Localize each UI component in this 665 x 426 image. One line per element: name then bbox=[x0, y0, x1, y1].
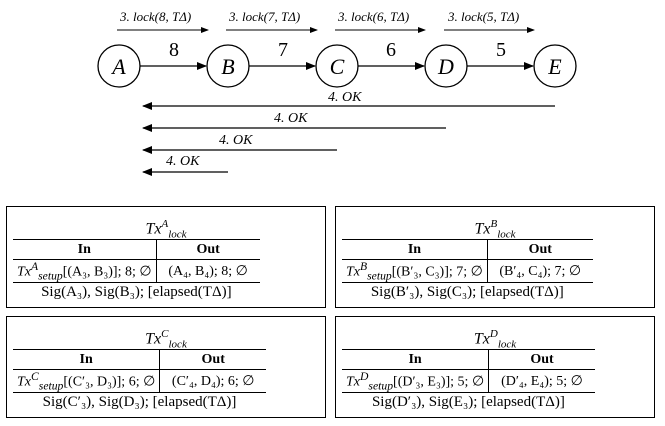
out-header: Out bbox=[488, 349, 595, 370]
tx-lock-a-title: TxAlock bbox=[145, 218, 187, 241]
out-header: Out bbox=[487, 239, 593, 260]
tx-output: (B′₄, C₄); 7; ∅ bbox=[487, 259, 593, 284]
edge-label-a-b: 8 bbox=[169, 39, 179, 61]
payment-channel-diagram: 3. lock(8, TΔ) 3. lock(7, TΔ) 3. lock(6,… bbox=[97, 9, 577, 176]
lock-label-1: 3. lock(8, TΔ) bbox=[119, 9, 191, 24]
tx-output: (C′₄, D₄); 6; ∅ bbox=[159, 369, 267, 394]
in-header: In bbox=[13, 349, 161, 370]
node-c: C bbox=[315, 44, 359, 88]
out-header: Out bbox=[156, 239, 260, 260]
edge-label-d-e: 5 bbox=[496, 39, 506, 61]
edge-b-c: 7 bbox=[249, 39, 316, 70]
lock-message-4: 3. lock(5, TΔ) bbox=[444, 9, 535, 33]
node-label-b: B bbox=[221, 54, 234, 79]
lock-label-4: 3. lock(5, TΔ) bbox=[447, 9, 519, 24]
node-label-c: C bbox=[330, 54, 345, 79]
tx-input: TxCsetup[(C′₃, D₃)]; 6; ∅ bbox=[13, 369, 161, 394]
edge-c-d: 6 bbox=[358, 39, 425, 70]
node-b: B bbox=[206, 44, 250, 88]
in-header: In bbox=[13, 239, 157, 260]
edge-label-c-d: 6 bbox=[386, 39, 396, 61]
ok-message-1: 4. OK bbox=[142, 90, 555, 110]
ok-label-3: 4. OK bbox=[219, 133, 253, 148]
out-header: Out bbox=[159, 349, 267, 370]
node-label-a: A bbox=[110, 54, 126, 79]
edge-label-b-c: 7 bbox=[278, 39, 288, 61]
tx-witness: Sig(B′₃), Sig(C₃); [elapsed(TΔ)] bbox=[370, 284, 564, 301]
tx-lock-d-title: TxDlock bbox=[473, 328, 517, 351]
tx-output: (A₄, B₄); 8; ∅ bbox=[156, 259, 260, 284]
edge-a-b: 8 bbox=[140, 39, 207, 70]
node-a: A bbox=[97, 44, 141, 88]
ok-message-4: 4. OK bbox=[142, 154, 228, 176]
node-e: E bbox=[533, 44, 577, 88]
ok-label-4: 4. OK bbox=[166, 154, 200, 169]
tx-lock-c-title: TxClock bbox=[145, 328, 187, 351]
ok-message-3: 4. OK bbox=[142, 133, 337, 154]
lock-message-3: 3. lock(6, TΔ) bbox=[335, 9, 426, 33]
in-header: In bbox=[342, 349, 490, 370]
lock-label-2: 3. lock(7, TΔ) bbox=[228, 9, 300, 24]
lock-message-1: 3. lock(8, TΔ) bbox=[117, 9, 209, 33]
lock-message-2: 3. lock(7, TΔ) bbox=[226, 9, 318, 33]
tx-witness: Sig(D′₃), Sig(E₃); [elapsed(TΔ)] bbox=[371, 394, 565, 411]
tx-input: TxBsetup[(B′₃, C₃)]; 7; ∅ bbox=[342, 259, 488, 284]
lock-label-3: 3. lock(6, TΔ) bbox=[337, 9, 409, 24]
ok-label-1: 4. OK bbox=[328, 90, 362, 105]
ok-label-2: 4. OK bbox=[274, 111, 308, 126]
tx-input: TxAsetup[(A₃, B₃)]; 8; ∅ bbox=[13, 259, 157, 284]
ok-message-2: 4. OK bbox=[142, 111, 446, 132]
edge-d-e: 5 bbox=[467, 39, 534, 70]
node-label-e: E bbox=[547, 54, 562, 79]
tx-output: (D′₄, E₄); 5; ∅ bbox=[488, 369, 595, 394]
tx-witness: Sig(C′₃), Sig(D₃); [elapsed(TΔ)] bbox=[42, 394, 237, 411]
in-header: In bbox=[342, 239, 488, 260]
node-d: D bbox=[424, 44, 468, 88]
node-label-d: D bbox=[437, 54, 454, 79]
tx-witness: Sig(A₃), Sig(B₃); [elapsed(TΔ)] bbox=[41, 284, 232, 301]
tx-input: TxDsetup[(D′₃, E₃)]; 5; ∅ bbox=[342, 369, 490, 394]
tx-lock-b-title: TxBlock bbox=[474, 218, 516, 241]
